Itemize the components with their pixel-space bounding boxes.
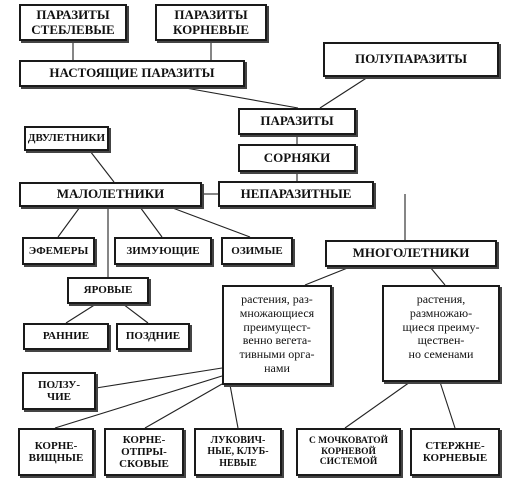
edge-spring-to-early xyxy=(65,303,97,324)
node-ephemers: ЭФЕМЕРЫ xyxy=(22,237,95,265)
node-vegetative: растения, раз- множающиеся преимущест- в… xyxy=(222,285,332,385)
node-creeping: ПОЛЗУ- ЧИЕ xyxy=(22,372,96,410)
node-nonparasitic: НЕПАРАЗИТНЫЕ xyxy=(218,181,374,207)
edge-true-to-parasites xyxy=(179,86,299,109)
edge-semi-to-parasites xyxy=(319,76,369,109)
node-root-sucker: КОРНЕ- ОТПРЫ- СКОВЫЕ xyxy=(104,428,184,476)
node-wintering: ЗИМУЮЩИЕ xyxy=(114,237,212,265)
node-parasites-root: ПАРАЗИТЫ КОРНЕВЫЕ xyxy=(155,4,267,41)
node-taproot: СТЕРЖНЕ- КОРНЕВЫЕ xyxy=(410,428,500,476)
node-weeds: СОРНЯКИ xyxy=(238,144,356,172)
node-late: ПОЗДНИЕ xyxy=(116,323,190,350)
edge-biennials-to-annuals xyxy=(89,150,115,183)
node-bulb-tuber: ЛУКОВИЧ- НЫЕ, КЛУБ- НЕВЫЕ xyxy=(194,428,282,476)
edge-annuals-to-ephemers xyxy=(57,206,81,238)
edge-veg-to-rhizome xyxy=(54,375,223,429)
node-early: РАННИЕ xyxy=(23,323,109,350)
node-fibrous: С МОЧКОВАТОЙ КОРНЕВОЙ СИСТЕМОЙ xyxy=(296,428,401,476)
node-perennials: МНОГОЛЕТНИКИ xyxy=(325,240,497,267)
edge-annuals-to-winter xyxy=(169,206,251,238)
edge-perennials-to-seeds xyxy=(429,266,446,286)
node-biennials: ДВУЛЕТНИКИ xyxy=(24,126,109,151)
node-rhizome: КОРНЕ- ВИЩНЫЕ xyxy=(18,428,94,476)
node-annuals: МАЛОЛЕТНИКИ xyxy=(19,182,202,207)
edge-veg-to-bulb xyxy=(229,384,239,429)
node-spring: ЯРОВЫЕ xyxy=(67,277,149,304)
edge-annuals-to-wintering xyxy=(139,206,163,238)
edge-seeds-to-taproot xyxy=(439,381,456,429)
node-true-parasites: НАСТОЯЩИЕ ПАРАЗИТЫ xyxy=(19,60,245,87)
edge-spring-to-late xyxy=(122,303,149,324)
node-semiparasites: ПОЛУПАРАЗИТЫ xyxy=(323,42,499,77)
edge-veg-to-rootsucker xyxy=(144,383,223,429)
node-parasites: ПАРАЗИТЫ xyxy=(238,108,356,135)
edge-perennials-to-vegetative xyxy=(304,266,351,286)
node-winter: ОЗИМЫЕ xyxy=(221,237,293,265)
edge-seeds-to-fibrous xyxy=(344,381,411,429)
node-seeds: растения, размножаю- щиеся преиму- ществ… xyxy=(382,285,500,382)
node-parasites-stem: ПАРАЗИТЫ СТЕБЛЕВЫЕ xyxy=(19,4,127,41)
edge-veg-to-creeping xyxy=(95,367,223,389)
